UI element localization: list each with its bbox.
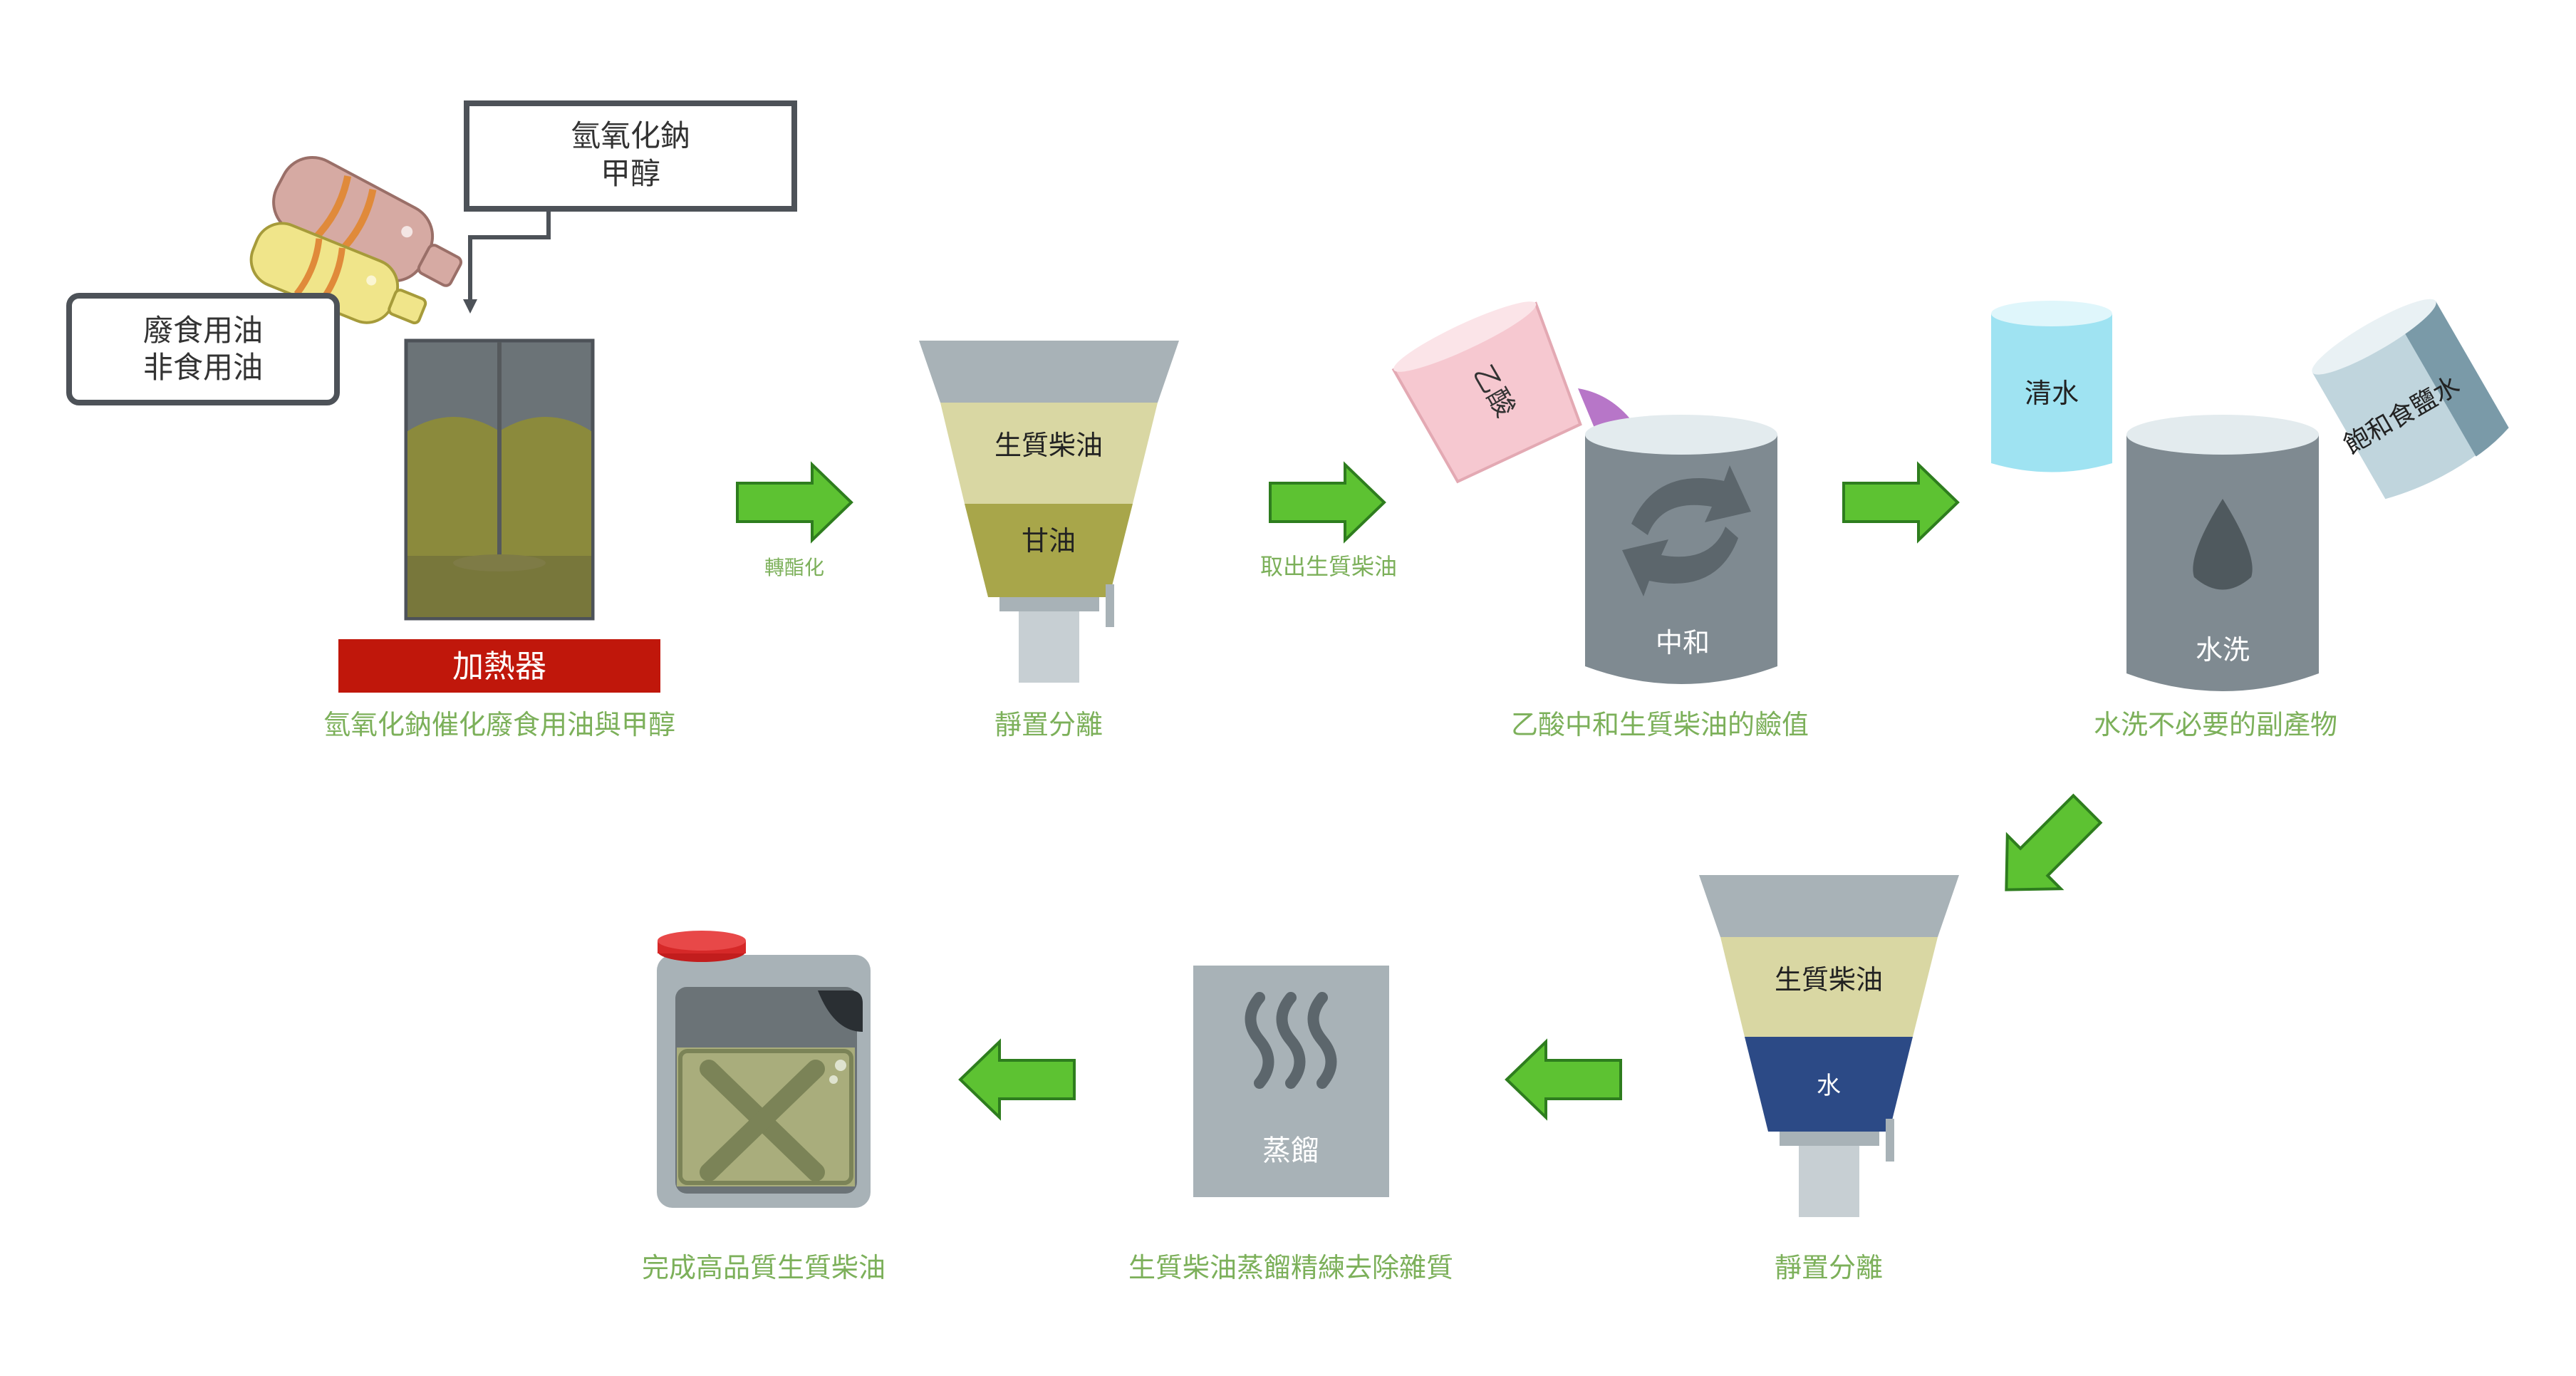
reagent-label-line1: 氫氧化鈉 — [571, 118, 690, 153]
oil-label-line2: 非食用油 — [143, 350, 263, 385]
reagent-label-line2: 甲醇 — [601, 156, 660, 191]
oil-label-line1: 廢食用油 — [143, 313, 263, 348]
heater-label: 加熱器 — [452, 648, 546, 685]
recycle-arrows-icon — [1622, 465, 1751, 596]
funnel-2-top-layer-label: 生質柴油 — [1775, 964, 1883, 995]
drum-neutralize-label: 中和 — [1656, 627, 1710, 658]
clean-water-label: 清水 — [2025, 378, 2079, 409]
step-6-distillation: 蒸餾 生質柴油蒸餾精練去除雜質 — [1128, 966, 1453, 1283]
saline-water-cup-icon — [2312, 299, 2509, 500]
step-1-transesterification: 氫氧化鈉 甲醇 廢食用油 非食用油 加熱器 氫氧化鈉催化廢食用油與甲醇 — [66, 100, 797, 740]
drum-wash-label: 水洗 — [2196, 634, 2250, 666]
arrow-2-label: 取出生質柴油 — [1260, 553, 1397, 580]
oil-label-box — [66, 293, 340, 405]
step-2-settling: 生質柴油 甘油 靜置分離 — [919, 341, 1179, 740]
heater-bar — [338, 639, 660, 693]
reagent-label-box — [464, 100, 797, 212]
step-3-neutralization: 乙酸 中和 乙酸中和生質柴油的鹼值 — [1391, 301, 1809, 740]
step-1-caption: 氫氧化鈉催化廢食用油與甲醇 — [323, 709, 675, 740]
flow-arrow-2: 取出生質柴油 — [1260, 461, 1397, 580]
step-5-caption: 靜置分離 — [1775, 1252, 1883, 1283]
funnel-2-bottom-layer-label: 水 — [1817, 1072, 1841, 1100]
jerrycan-icon — [657, 931, 871, 1208]
flow-arrow-4 — [2005, 793, 2103, 891]
steam-icon — [1245, 992, 1337, 1089]
flow-arrow-3 — [1842, 461, 1960, 544]
step-7-final-product: 完成高品質生質柴油 — [642, 931, 886, 1283]
step-7-caption: 完成高品質生質柴油 — [642, 1252, 886, 1283]
step-2-caption: 靜置分離 — [994, 709, 1103, 740]
funnel-bottom-layer-label: 甘油 — [1022, 525, 1076, 557]
reagent-connector-line — [468, 209, 551, 299]
step-3-caption: 乙酸中和生質柴油的鹼值 — [1511, 709, 1809, 740]
step-4-washing: 清水 水洗 飽和食鹽水 水洗不必要的副產物 — [1991, 299, 2509, 740]
flow-arrow-5 — [1505, 1038, 1622, 1121]
distillation-label: 蒸餾 — [1262, 1134, 1319, 1167]
step-6-caption: 生質柴油蒸餾精練去除雜質 — [1128, 1252, 1453, 1283]
connector-arrowhead-icon — [463, 299, 477, 314]
flow-arrow-1: 轉酯化 — [736, 461, 853, 579]
funnel-top-layer-label: 生質柴油 — [994, 430, 1103, 461]
separation-funnel-icon — [919, 341, 1179, 683]
water-drop-icon — [2193, 499, 2253, 590]
reactor-tank-icon — [404, 338, 595, 621]
flow-arrow-6 — [958, 1038, 1076, 1121]
step-4-caption: 水洗不必要的副產物 — [2094, 709, 2337, 740]
arrow-1-label: 轉酯化 — [764, 556, 824, 579]
step-5-settling: 生質柴油 水 靜置分離 — [1699, 875, 1959, 1283]
clean-water-cup-icon — [1991, 301, 2112, 472]
separation-funnel-2-icon — [1699, 875, 1959, 1217]
